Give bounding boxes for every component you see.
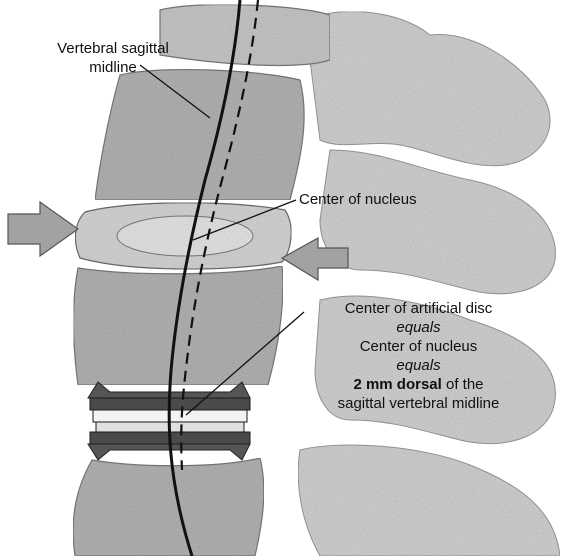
sagittal-midline-label: Vertebral sagittal midline [18,39,208,77]
of-the-text: of the [442,376,484,393]
artificial-disc-label-line4: equals [396,357,440,374]
bottom-vertebra [73,458,264,556]
left-arrow-icon [8,202,78,256]
sagittal-midline-label-line2: midline [18,58,208,77]
artificial-disc-label-line2: equals [396,319,440,336]
sagittal-midline-label-line1: Vertebral sagittal [18,39,208,58]
artificial-disc-label-line6: sagittal vertebral midline [296,394,541,413]
artificial-disc-label-line1: Center of artificial disc [296,299,541,318]
artificial-disc-label: Center of artificial disc equals Center … [296,299,541,413]
artificial-disc-label-line3: Center of nucleus [296,337,541,356]
two-mm-dorsal-text: 2 mm dorsal [353,376,441,393]
lower-vertebra [74,266,283,385]
artificial-disc-label-line5: 2 mm dorsal of the [296,375,541,394]
posterior-elements [298,12,560,556]
native-disc [75,203,291,269]
upper-vertebra [95,5,330,200]
center-of-nucleus-label: Center of nucleus [299,190,417,209]
